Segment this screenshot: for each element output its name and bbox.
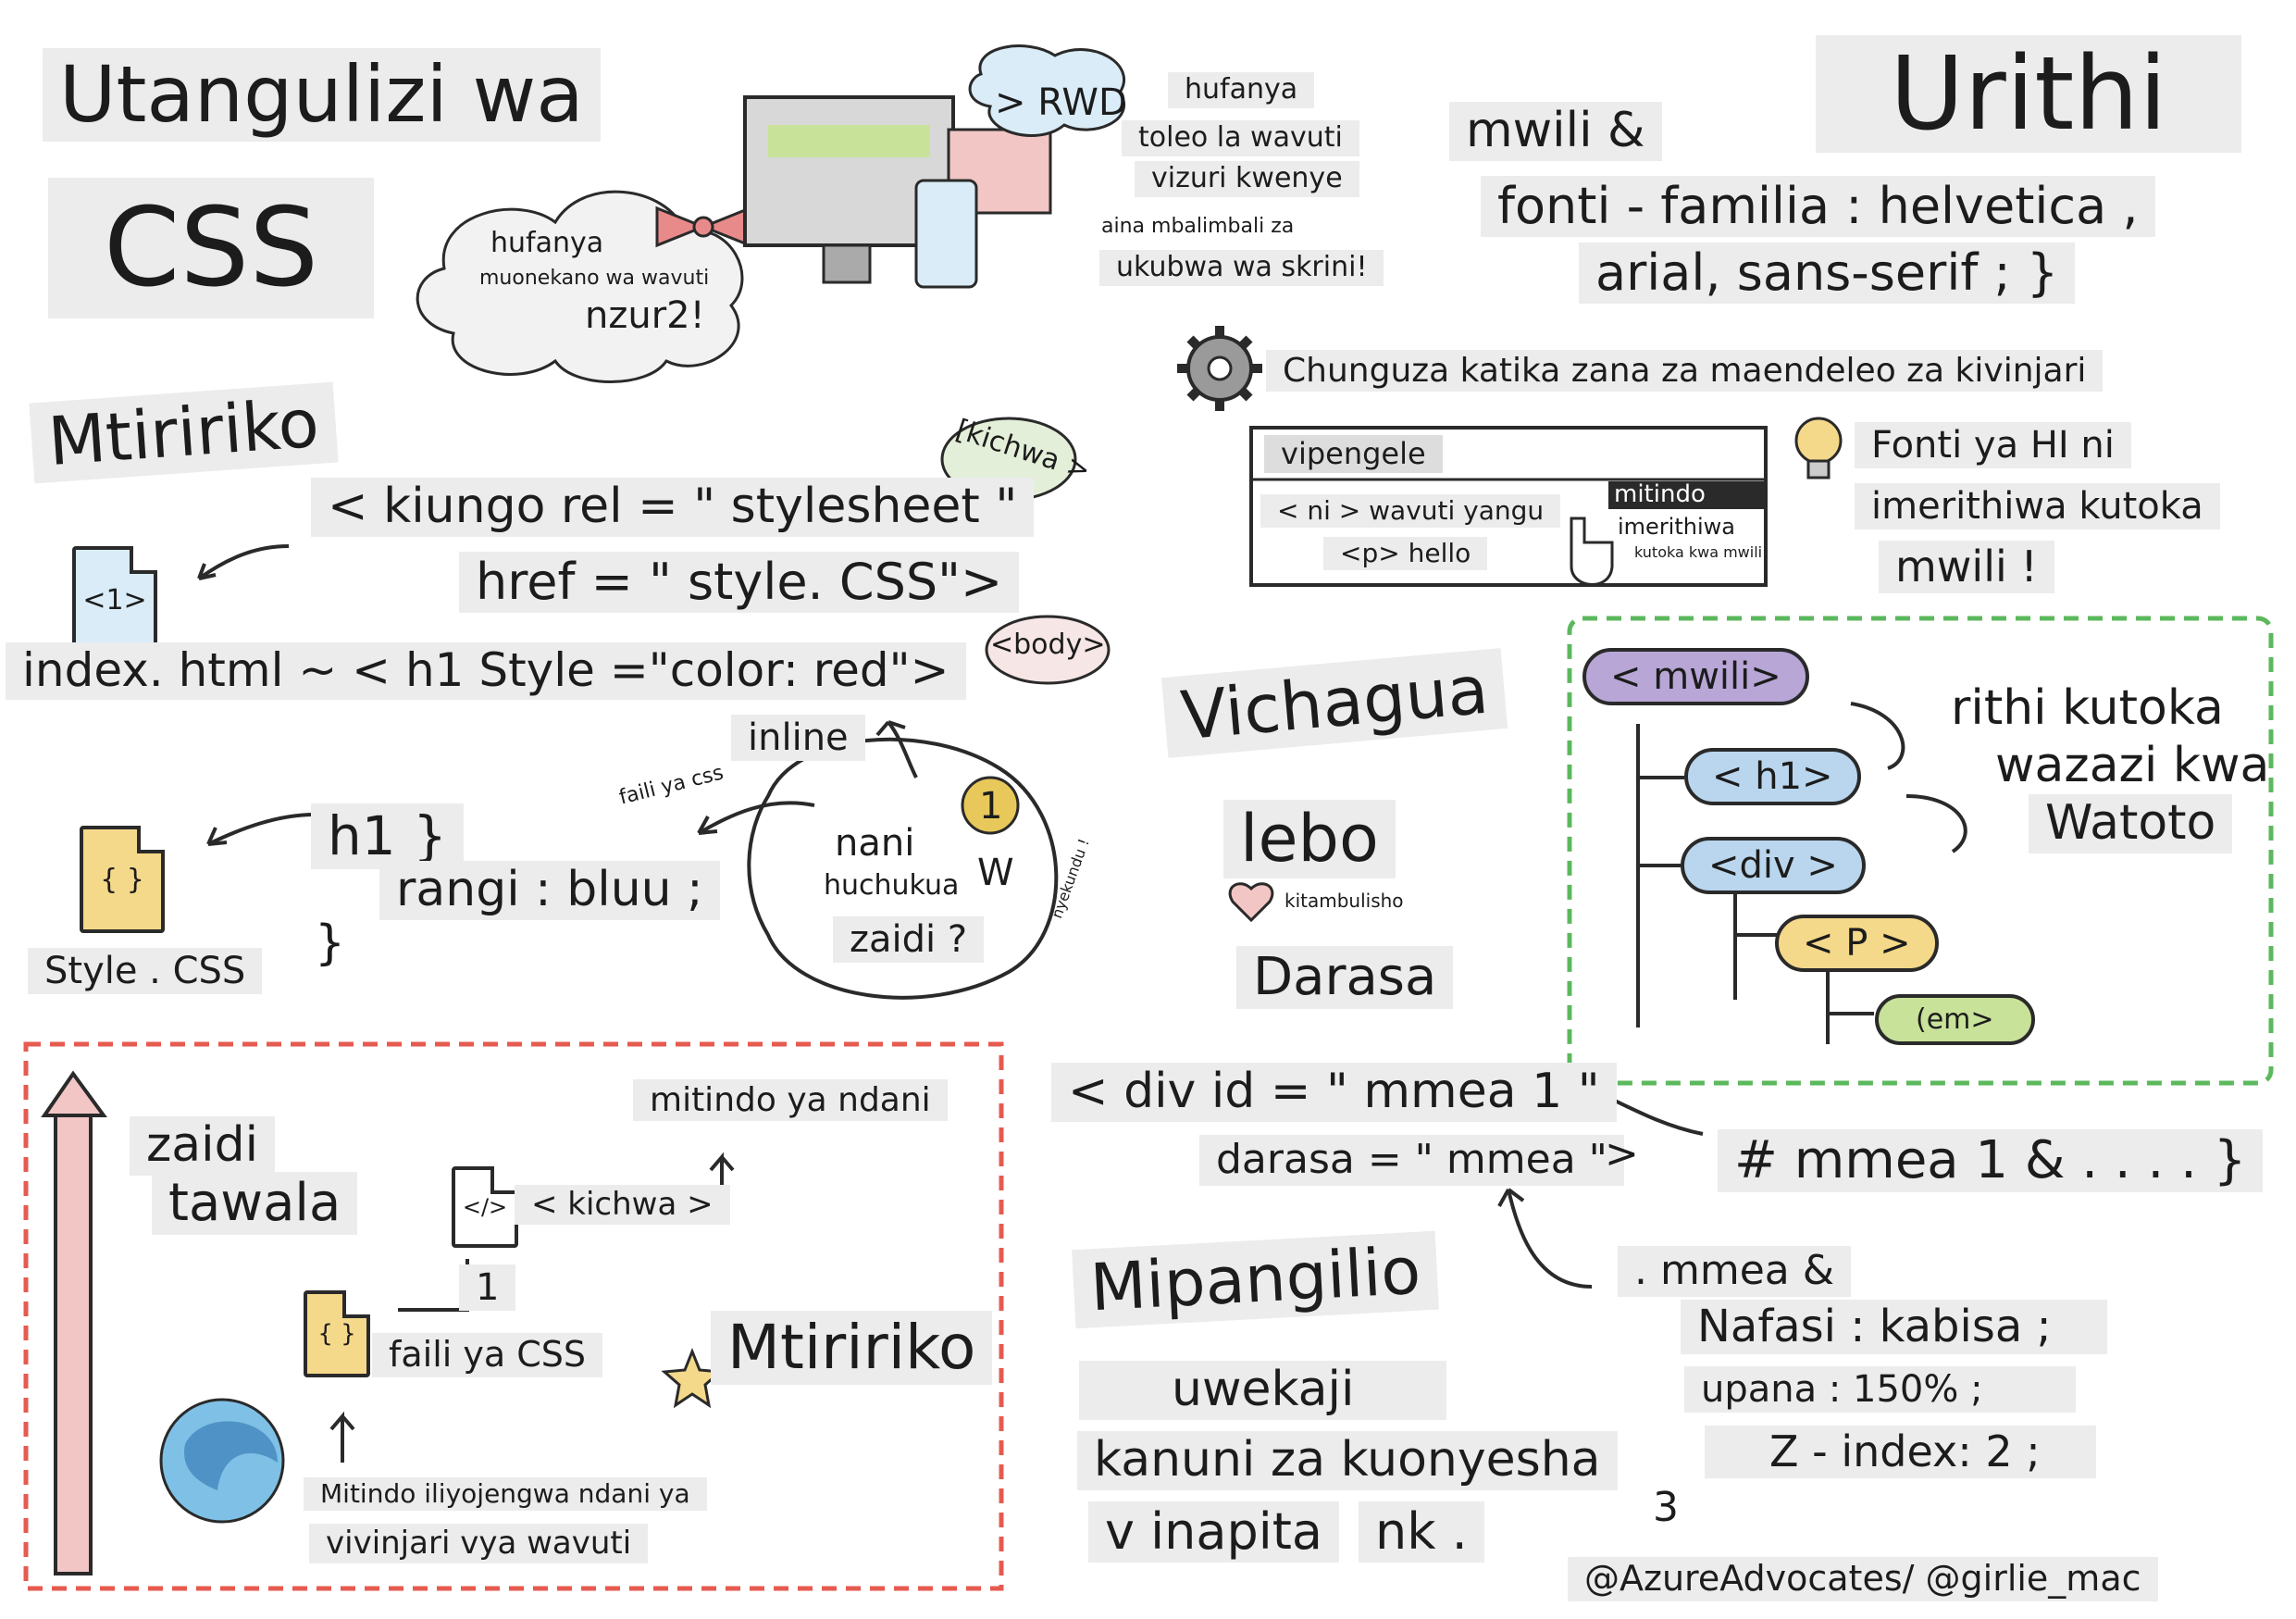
inherit-note-2: imerithiwa kutoka bbox=[1855, 483, 2220, 529]
tree-side-1: rithi kutoka bbox=[1951, 680, 2224, 736]
panel-row-1: < ni > wavuti yangu bbox=[1260, 494, 1561, 529]
tree-side-2: wazazi kwa bbox=[1995, 738, 2270, 793]
cloud-text-2: muonekano wa wavuti bbox=[479, 267, 710, 290]
layout-item-2: kanuni za kuonyesha bbox=[1077, 1431, 1618, 1490]
priority-more: zaidi bbox=[130, 1116, 276, 1176]
circle-text-2: huchukua bbox=[824, 869, 960, 902]
div-code-close: > bbox=[1605, 1130, 1639, 1177]
title-line2: CSS bbox=[48, 178, 375, 318]
file-label: faili ya css bbox=[616, 761, 726, 810]
priority-rule: tawala bbox=[152, 1172, 358, 1236]
rwd-label: > RWD bbox=[995, 81, 1127, 124]
tree-side-3: Watoto bbox=[2029, 794, 2233, 853]
inherit-code-1: mwili & bbox=[1449, 102, 1662, 161]
cascade-heading: Mtiririko bbox=[29, 381, 339, 484]
css-file-label-2: faili ya CSS bbox=[372, 1333, 603, 1377]
pointer-hand-icon bbox=[1570, 517, 1614, 586]
html-file-icon: <1> bbox=[72, 546, 157, 654]
selectors-heading: Vichagua bbox=[1160, 648, 1508, 758]
tree-em: (em> bbox=[1875, 994, 2035, 1045]
credit: @AzureAdvocates/ @girlie_mac bbox=[1568, 1557, 2158, 1601]
selector-tag: lebo bbox=[1223, 800, 1396, 878]
cloud-text-1: hufanya bbox=[490, 227, 604, 259]
tree-p: < P > bbox=[1775, 915, 1939, 972]
layout-item-1: uwekaji bbox=[1079, 1361, 1447, 1420]
rwd-text-1: hufanya bbox=[1168, 72, 1315, 108]
inherit-note-1: Fonti ya HI ni bbox=[1855, 422, 2131, 468]
head-label: < kichwa > bbox=[515, 1185, 730, 1226]
css-file-label: Style . CSS bbox=[28, 948, 263, 994]
layout-item-4: nk . bbox=[1359, 1501, 1484, 1563]
priority-one: 1 bbox=[459, 1264, 516, 1311]
medal-w: W bbox=[977, 852, 1014, 894]
selector-id: kitambulisho bbox=[1285, 890, 1404, 912]
link-code-1: < kiungo rel = " stylesheet " bbox=[311, 478, 1035, 537]
rwd-text-4: aina mbalimbali za bbox=[1101, 215, 1295, 238]
body-bubble-text: <body> bbox=[990, 629, 1106, 661]
layout-rule-1: . mmea & bbox=[1618, 1246, 1852, 1297]
layout-item-3: v inapita bbox=[1088, 1501, 1339, 1563]
rwd-text-2: toleo la wavuti bbox=[1122, 120, 1359, 156]
css-rule-1: h1 } bbox=[311, 803, 464, 869]
panel-side-1: mitindo bbox=[1614, 480, 1706, 508]
css-rule-3: } bbox=[315, 915, 346, 971]
tree-h1: < h1> bbox=[1684, 748, 1861, 805]
bow-icon bbox=[655, 205, 751, 248]
inline-label: inline bbox=[731, 715, 865, 761]
layout-rule-4: Z - index: 2 ; bbox=[1705, 1426, 2096, 1478]
rwd-text-3: vizuri kwenye bbox=[1135, 161, 1359, 197]
div-code-1: < div id = " mmea 1 " bbox=[1051, 1063, 1617, 1122]
browser-text-1: Mitindo iliyojengwa ndani ya bbox=[304, 1477, 707, 1512]
circle-text-1: nani bbox=[835, 822, 915, 865]
cloud-text-3: nzur2! bbox=[585, 294, 705, 337]
css-rule-2: rangi : bluu ; bbox=[379, 861, 720, 920]
priority-arrow bbox=[41, 1070, 107, 1575]
browser-logo-icon bbox=[159, 1398, 285, 1524]
inherit-code-2: fonti - familia : helvetica , bbox=[1481, 176, 2155, 238]
inheritance-heading: Urithi bbox=[1816, 35, 2241, 153]
link-code-2: href = " style. CSS"> bbox=[459, 552, 1020, 614]
browser-text-2: vivinjari vya wavuti bbox=[309, 1524, 649, 1564]
inherit-note-3: mwili ! bbox=[1879, 541, 2054, 593]
div-code-2: darasa = " mmea " bbox=[1199, 1135, 1624, 1186]
circle-text-3: zaidi ? bbox=[833, 916, 985, 963]
panel-side-3: kutoka kwa mwili bbox=[1634, 543, 1763, 561]
layout-heading: Mipangilio bbox=[1072, 1230, 1440, 1328]
selector-class: Darasa bbox=[1236, 946, 1454, 1010]
heart-icon bbox=[1228, 882, 1274, 923]
layout-rule-3: upana : 150% ; bbox=[1684, 1366, 2076, 1413]
gear-icon bbox=[1177, 326, 1262, 411]
head-file-icon: </> bbox=[452, 1166, 518, 1248]
kichwa-bubble-text: [kichwa > bbox=[951, 413, 1095, 488]
devtools-note: Chunguza katika zana za maendeleo za kiv… bbox=[1266, 350, 2104, 392]
id-rule: # mmea 1 & . . . . } bbox=[1718, 1129, 2264, 1193]
layout-rule-5: 3 bbox=[1653, 1484, 1679, 1531]
medal-number: 1 bbox=[979, 785, 1003, 828]
panel-side-2: imerithiwa bbox=[1618, 514, 1735, 540]
panel-tab: vipengele bbox=[1264, 435, 1443, 473]
tree-div: <div > bbox=[1681, 837, 1866, 894]
inherit-code-3: arial, sans-serif ; } bbox=[1579, 243, 2076, 305]
cascade-star-label: Mtiririko bbox=[711, 1311, 993, 1385]
inner-styles-label: mitindo ya ndani bbox=[633, 1079, 948, 1122]
title-line1: Utangulizi wa bbox=[43, 48, 601, 142]
tree-body: < mwili> bbox=[1582, 648, 1809, 705]
css-file-icon-2: { } bbox=[304, 1290, 370, 1377]
panel-row-2: <p> hello bbox=[1323, 537, 1488, 571]
rwd-text-5: ukubwa wa skrini! bbox=[1099, 250, 1384, 286]
responsive-devices-icon bbox=[743, 95, 1052, 289]
lightbulb-icon bbox=[1794, 417, 1843, 479]
ribbon-text: nyekundu ! bbox=[1048, 836, 1093, 921]
css-file-icon: { } bbox=[80, 826, 165, 933]
inline-code: index. html ~ < h1 Style ="color: red"> bbox=[6, 642, 966, 700]
layout-rule-2: Nafasi : kabisa ; bbox=[1681, 1300, 2107, 1355]
